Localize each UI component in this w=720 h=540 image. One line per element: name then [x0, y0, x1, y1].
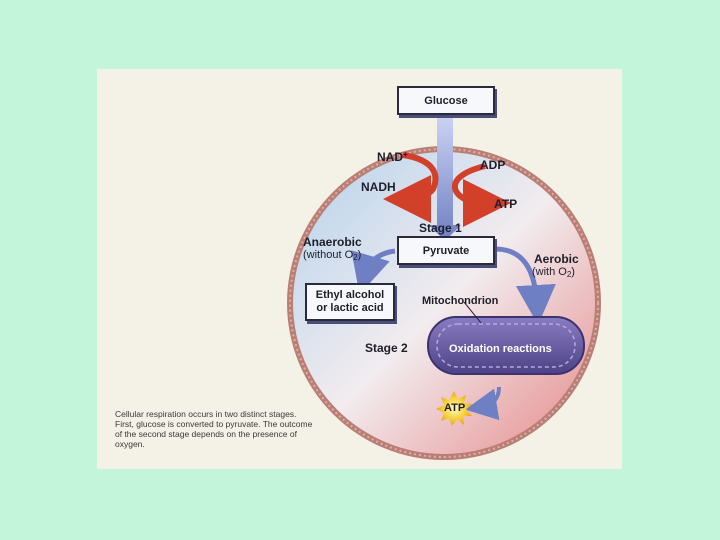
- atp-stage1-label: ATP: [494, 197, 518, 211]
- figure-caption: Cellular respiration occurs in two disti…: [115, 409, 313, 449]
- pyruvate-box: Pyruvate: [397, 236, 495, 265]
- stage2-label: Stage 2: [365, 341, 408, 355]
- mitochondrion-shape: [427, 316, 585, 375]
- anaerobic-condition: (without O2): [303, 249, 362, 262]
- cell-interior: [293, 152, 595, 454]
- anaerobic-label: Anaerobic: [303, 235, 362, 249]
- nad-plus-label: NAD+: [377, 150, 408, 164]
- glucose-box: Glucose: [397, 86, 495, 115]
- adp-to-atp-arrow: [451, 163, 511, 227]
- aerobic-arrow: [494, 246, 556, 325]
- stage1-label: Stage 1: [419, 221, 462, 235]
- adp-label: ADP: [480, 158, 506, 172]
- mitochondrion-pointer: [463, 301, 482, 324]
- glucose-to-pyruvate-arrow: [429, 117, 461, 241]
- aerobic-label: Aerobic: [534, 252, 579, 266]
- mitochondrion-inner-membrane: [436, 323, 576, 368]
- mito-to-atp-arrow: [465, 386, 501, 421]
- atp-starburst: [436, 391, 473, 426]
- anaerobic-arrow: [351, 248, 396, 295]
- cellular-respiration-diagram: [287, 117, 601, 460]
- mitochondrion-label: Mitochondrion: [422, 295, 499, 307]
- nadh-label: NADH: [361, 180, 396, 194]
- atp-stage2-label: ATP: [444, 402, 466, 414]
- oxidation-reactions-label: Oxidation reactions: [449, 343, 552, 355]
- aerobic-condition: (with O2): [532, 266, 575, 279]
- respiration-figure: Glucose NAD+ NADH ADP ATP Stage 1 Pyruva…: [97, 69, 622, 469]
- ethyl-alcohol-box: Ethyl alcohol or lactic acid: [305, 283, 395, 321]
- nad-to-nadh-arrow: [383, 152, 439, 223]
